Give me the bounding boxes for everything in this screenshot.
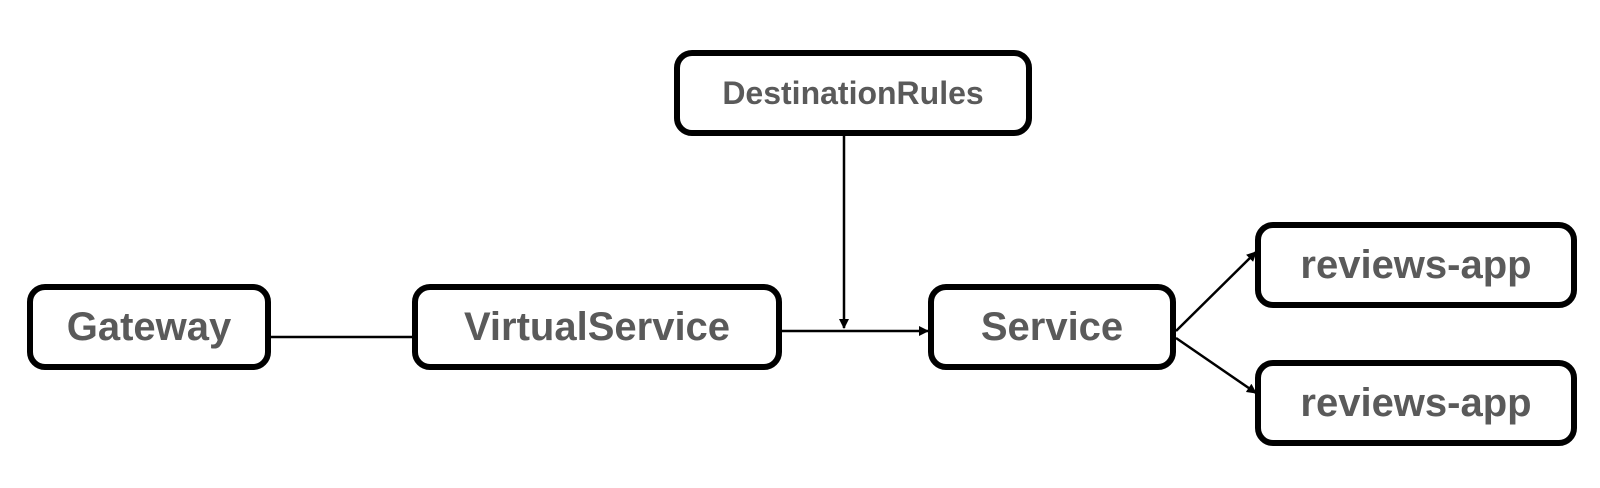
reviews-app-node-2: reviews-app	[1255, 360, 1577, 446]
gateway-node: Gateway	[27, 284, 271, 370]
service-node: Service	[928, 284, 1176, 370]
edge-service-to-reviews-app-2	[1175, 336, 1257, 395]
virtualservice-node: VirtualService	[412, 284, 782, 370]
edge-service-to-reviews-app-1	[1175, 251, 1257, 332]
reviews-app-label-2: reviews-app	[1300, 380, 1532, 425]
destinationrules-label: DestinationRules	[722, 74, 984, 111]
service-label: Service	[980, 304, 1124, 349]
destinationrules-node: DestinationRules	[674, 50, 1032, 136]
gateway-label: Gateway	[66, 304, 232, 349]
virtualservice-label: VirtualService	[463, 304, 731, 349]
reviews-app-label-1: reviews-app	[1300, 242, 1532, 287]
reviews-app-node-1: reviews-app	[1255, 222, 1577, 308]
